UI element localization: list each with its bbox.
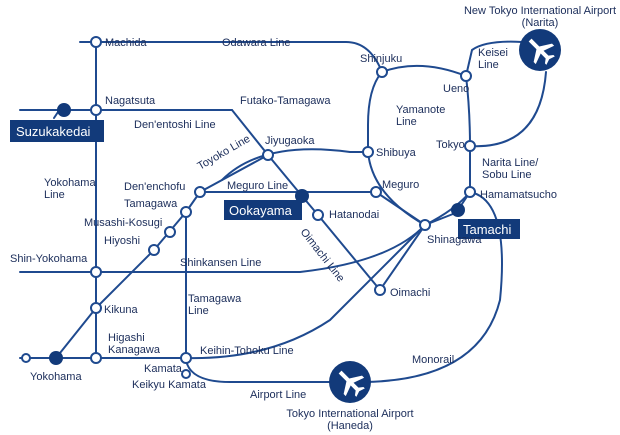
haneda-airport-name: Tokyo International Airport xyxy=(286,408,413,420)
label-hatanodai: Hatanodai xyxy=(329,209,379,221)
station-dot-meguro[interactable] xyxy=(370,186,382,198)
label-machida: Machida xyxy=(105,37,147,49)
station-dot-ookayama[interactable] xyxy=(295,189,309,203)
station-dot-tamachi[interactable] xyxy=(451,203,465,217)
label-kikuna: Kikuna xyxy=(104,304,139,316)
label-futako-tamagawa: Futako-Tamagawa xyxy=(240,95,331,107)
station-dot-shinjuku[interactable] xyxy=(376,66,388,78)
station-dot-tamagawa[interactable] xyxy=(180,206,192,218)
label-oimachi-line: Oimachi Line xyxy=(298,226,347,284)
shinagawa-oimachi-path xyxy=(379,224,426,291)
suzukakedai-label: Suzukakedai xyxy=(16,124,91,139)
haneda-airport-sub: (Haneda) xyxy=(327,420,373,432)
station-dot-machida[interactable] xyxy=(90,36,102,48)
label-tamagawa: Tamagawa xyxy=(124,198,178,210)
label-toyoko-line: Toyoko Line xyxy=(196,133,253,173)
station-dot-musashikosugi[interactable] xyxy=(164,226,176,238)
station-dot-nagatsuta[interactable] xyxy=(90,104,102,116)
label-nagatsuta: Nagatsuta xyxy=(105,95,156,107)
airplane-icon xyxy=(338,370,365,397)
label-keihin-tohoku-line: Keihin-Tohoku Line xyxy=(200,345,294,357)
label-shinyokohama: Shin-Yokohama xyxy=(10,253,88,265)
station-dot-kikuna[interactable] xyxy=(90,302,102,314)
label-meguro: Meguro xyxy=(382,179,419,191)
narita-sobu-line-path xyxy=(469,71,547,148)
station-markers xyxy=(21,36,476,379)
label-ueno: Ueno xyxy=(443,83,469,95)
keisei-line-path xyxy=(465,40,523,77)
station-dot-shinyokohama[interactable] xyxy=(90,266,102,278)
keihin-tohoku-line-path xyxy=(19,211,459,360)
station-dot-ueno[interactable] xyxy=(460,70,472,82)
label-shinagawa: Shinagawa xyxy=(427,234,482,246)
suzukakedai-badge[interactable] xyxy=(10,120,104,142)
narita-airport-name: New Tokyo International Airport xyxy=(464,5,616,17)
airport-line-path xyxy=(185,359,336,383)
station-dot-tokyo[interactable] xyxy=(464,140,476,152)
narita-airport-sub: (Narita) xyxy=(522,17,559,29)
label-hiyoshi: Hiyoshi xyxy=(104,235,140,247)
label-jiyugaoka: Jiyugaoka xyxy=(265,135,315,147)
label-shinkansen-line: Shinkansen Line xyxy=(180,257,261,269)
ookayama-badge[interactable] xyxy=(224,200,302,220)
label-denenchofu: Den'enchofu xyxy=(124,181,185,193)
odawara-line-path xyxy=(79,41,383,73)
label-musashikosugi: Musashi-Kosugi xyxy=(84,217,162,229)
label-monorail: Monorail xyxy=(412,354,454,366)
station-dot-oimachi[interactable] xyxy=(374,284,386,296)
station-dot-shibuya[interactable] xyxy=(362,146,374,158)
label-tokyo: Tokyo xyxy=(436,139,465,151)
line-paths xyxy=(19,40,547,383)
station-dot-shinagawa[interactable] xyxy=(419,219,431,231)
label-yokohama: Yokohama xyxy=(30,371,82,383)
station-dot-yokohama-west xyxy=(21,353,31,363)
ookayama-label: Ookayama xyxy=(229,203,293,218)
highlighted-stations: Suzukakedai Ookayama Tamachi xyxy=(10,103,520,365)
label-airport-line: Airport Line xyxy=(250,389,306,401)
tamachi-label: Tamachi xyxy=(463,222,512,237)
shibuya-arc-path xyxy=(221,148,373,181)
monorail-line-path xyxy=(364,191,503,383)
station-dot-yokohama[interactable] xyxy=(49,351,63,365)
station-dot-hamamatsucho[interactable] xyxy=(464,186,476,198)
label-narita-sobu-line: Narita Line/Sobu Line xyxy=(482,157,539,181)
label-meguro-line: Meguro Line xyxy=(227,180,288,192)
station-dot-hiyoshi[interactable] xyxy=(148,244,160,256)
tamachi-badge[interactable] xyxy=(458,219,520,239)
label-denentoshi-line: Den'entoshi Line xyxy=(134,119,216,131)
station-labels: Machida Nagatsuta Shinjuku Ueno Jiyugaok… xyxy=(10,37,557,391)
station-dot-kamata[interactable] xyxy=(180,352,192,364)
label-shinjuku: Shinjuku xyxy=(360,53,402,65)
airplane-icon xyxy=(528,38,555,65)
airport-haneda[interactable]: Tokyo International Airport (Haneda) xyxy=(286,361,414,432)
station-dot-higashikanagawa[interactable] xyxy=(90,352,102,364)
station-dot-jiyugaoka[interactable] xyxy=(262,149,274,161)
label-odawara-line: Odawara Line xyxy=(222,37,291,49)
station-dot-keikyukamata[interactable] xyxy=(181,369,191,379)
station-dot-denenchofu[interactable] xyxy=(194,186,206,198)
label-keikyukamata: Keikyu Kamata xyxy=(132,379,207,391)
label-hamamatsucho: Hamamatsucho xyxy=(480,189,557,201)
airport-narita[interactable]: New Tokyo International Airport (Narita) xyxy=(464,5,616,71)
station-dot-suzukakedai[interactable] xyxy=(57,103,71,117)
label-kamata: Kamata xyxy=(144,363,183,375)
label-oimachi: Oimachi xyxy=(390,287,430,299)
station-dot-hatanodai[interactable] xyxy=(312,209,324,221)
label-shibuya: Shibuya xyxy=(376,147,417,159)
